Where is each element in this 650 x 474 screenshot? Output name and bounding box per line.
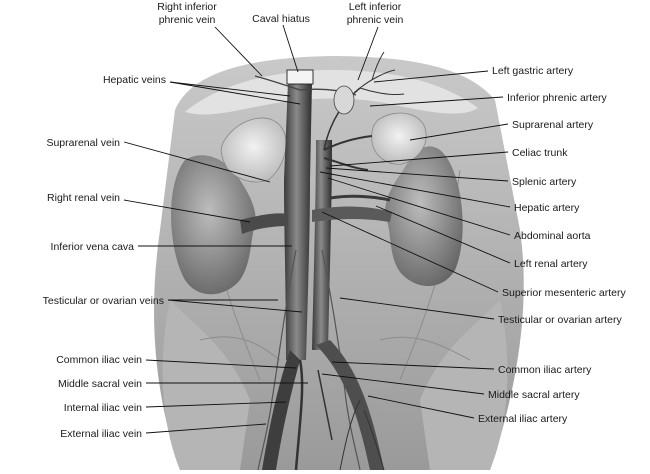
label-superior-mesenteric-artery: Superior mesenteric artery (502, 287, 626, 299)
label-middle-sacral-vein: Middle sacral vein (58, 378, 142, 390)
label-right-renal-vein: Right renal vein (47, 192, 120, 204)
abdominal-aorta-vessel (312, 140, 332, 350)
label-testicular-or-ovarian-veins: Testicular or ovarian veins (43, 295, 164, 307)
leader-lines (123, 24, 511, 434)
label-hepatic-artery: Hepatic artery (514, 202, 580, 214)
right-kidney (171, 155, 256, 295)
label-inferior-vena-cava: Inferior vena cava (51, 241, 135, 253)
label-external-iliac-artery: External iliac artery (478, 413, 568, 425)
left-suprarenal-gland (371, 112, 427, 165)
label-left-inferior-phrenic-vein-line1: Left inferior (349, 1, 402, 13)
label-external-iliac-vein: External iliac vein (60, 428, 142, 440)
label-left-gastric-artery: Left gastric artery (492, 65, 574, 77)
inferior-vena-cava-vessel (284, 69, 314, 360)
gonadal-vessels (257, 249, 361, 471)
label-internal-iliac-vein: Internal iliac vein (64, 402, 142, 414)
label-left-renal-artery: Left renal artery (514, 258, 588, 270)
renal-vessels (240, 194, 392, 234)
label-testicular-or-ovarian-artery: Testicular or ovarian artery (498, 314, 622, 326)
label-common-iliac-vein: Common iliac vein (56, 354, 142, 366)
label-splenic-artery: Splenic artery (512, 176, 577, 188)
label-left-inferior-phrenic-vein-line2: phrenic vein (347, 14, 404, 26)
label-hepatic-veins: Hepatic veins (103, 74, 166, 86)
label-abdominal-aorta: Abdominal aorta (514, 230, 591, 242)
iliac-vessels (262, 340, 385, 471)
label-suprarenal-artery: Suprarenal artery (512, 119, 594, 131)
label-caval-hiatus: Caval hiatus (252, 13, 310, 25)
label-middle-sacral-artery: Middle sacral artery (488, 389, 580, 401)
left-kidney (385, 146, 463, 286)
label-suprarenal-vein: Suprarenal vein (46, 137, 120, 149)
right-suprarenal-gland (220, 117, 287, 183)
label-right-inferior-phrenic-vein-line2: phrenic vein (159, 14, 216, 26)
label-right-inferior-phrenic-vein-line1: Right inferior (157, 1, 217, 13)
label-celiac-trunk: Celiac trunk (512, 147, 568, 159)
label-inferior-phrenic-artery: Inferior phrenic artery (507, 92, 608, 104)
label-common-iliac-artery: Common iliac artery (498, 364, 592, 376)
